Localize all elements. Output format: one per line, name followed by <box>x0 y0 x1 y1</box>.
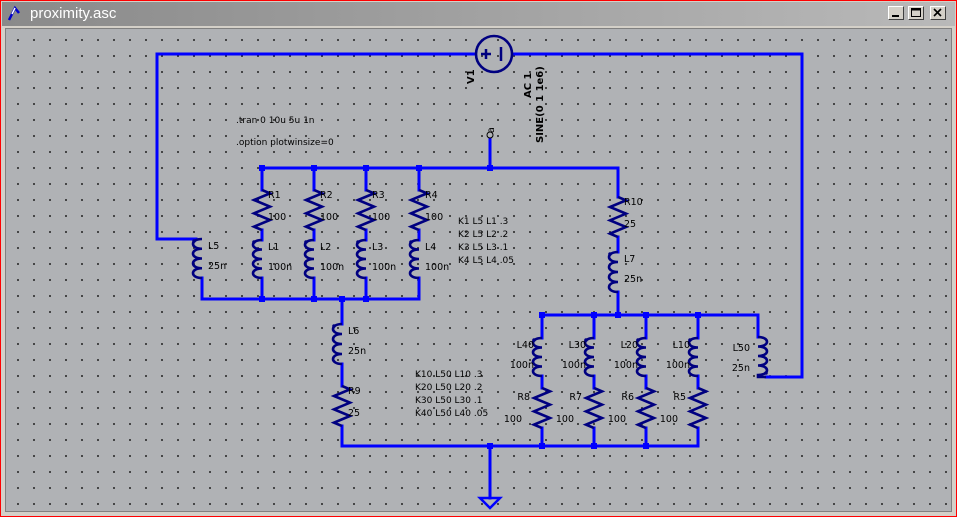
spice-directives[interactable]: .tran 0 10u 5u 1n .option plotwinsize=0 … <box>236 116 514 419</box>
inductor-l6-value: 25n <box>348 346 366 357</box>
k3-directive[interactable]: K3 L5 L3 .1 <box>458 243 508 253</box>
schematic-drawing[interactable]: V1 AC 1 SINE(0 1 1e6) a .tran 0 10u 5u 1… <box>6 29 952 512</box>
resistor-r3-name: R3 <box>372 190 385 201</box>
resistor-r9-name: R9 <box>348 386 361 397</box>
inductor-l30-value: 100n <box>562 360 586 371</box>
inductor-l2-name: L2 <box>320 242 331 253</box>
k1-directive[interactable]: K1 L5 L1 .3 <box>458 217 508 227</box>
resistor-r4[interactable]: R4 100 <box>407 188 443 232</box>
resistor-r10-value: 25 <box>624 219 636 230</box>
minimize-button[interactable] <box>888 6 904 20</box>
k10-directive[interactable]: K10 L50 L10 .3 <box>415 370 482 380</box>
resistor-r7-name: R7 <box>569 392 582 403</box>
k40-directive[interactable]: K40 L50 L40 .05 <box>415 409 488 419</box>
k2-directive[interactable]: K2 L5 L2 .2 <box>458 230 508 240</box>
v1-name: V1 <box>466 69 477 84</box>
title-bar[interactable]: proximity.asc <box>2 2 955 26</box>
resistor-r10-name: R10 <box>624 197 643 208</box>
wires <box>155 52 804 500</box>
inductor-l20-value: 100n <box>614 360 638 371</box>
inductor-l10-name: L10 <box>673 340 690 351</box>
resistor-r10[interactable]: R10 25 <box>606 195 643 239</box>
minimize-icon <box>892 15 899 17</box>
resistor-r8-value: 100 <box>504 414 522 425</box>
inductor-l2[interactable]: L2 100n <box>303 238 344 280</box>
inductor-l40[interactable]: L40 100n <box>510 336 543 378</box>
maximize-icon <box>911 8 921 17</box>
k30-directive[interactable]: K30 L50 L30 .1 <box>415 396 482 406</box>
resistor-r2[interactable]: R2 100 <box>302 188 338 232</box>
resistor-r3-value: 100 <box>372 212 390 223</box>
schematic-canvas[interactable]: V1 AC 1 SINE(0 1 1e6) a .tran 0 10u 5u 1… <box>5 28 952 512</box>
inductor-l3[interactable]: L3 100n <box>355 238 396 280</box>
ground-symbol[interactable] <box>476 496 504 510</box>
net-label-a[interactable]: a <box>486 127 497 139</box>
k4-directive[interactable]: K4 L5 L4 .05 <box>458 256 514 266</box>
resistor-r4-name: R4 <box>425 190 438 201</box>
inductor-l4-name: L4 <box>425 242 436 253</box>
resistor-r2-name: R2 <box>320 190 333 201</box>
inductor-l50-name: L50 <box>733 343 750 354</box>
resistor-r6-name: R6 <box>621 392 634 403</box>
junction-dots <box>259 165 701 449</box>
inductor-l7-name: L7 <box>624 254 635 265</box>
inductor-l30[interactable]: L30 100n <box>562 336 595 378</box>
ltspice-app-icon[interactable] <box>6 5 24 23</box>
components[interactable]: R1100L1100nR2100L2100nR3100L3100nR4100L4… <box>191 188 769 430</box>
resistor-r6[interactable]: R6 100 <box>608 386 658 430</box>
inductor-l4-value: 100n <box>425 262 449 273</box>
resistor-r9[interactable]: R9 25 <box>330 384 361 428</box>
inductor-l5-name: L5 <box>208 241 219 252</box>
resistor-r6-value: 100 <box>608 414 626 425</box>
inductor-l50[interactable]: L50 25n <box>732 335 769 379</box>
close-button[interactable] <box>930 6 946 20</box>
voltage-source-v1[interactable]: V1 AC 1 SINE(0 1 1e6) <box>466 34 546 143</box>
inductor-l10[interactable]: L10 100n <box>666 336 699 378</box>
inductor-l7[interactable]: L7 25n <box>607 250 642 294</box>
resistor-r5-value: 100 <box>660 414 678 425</box>
inductor-l1[interactable]: L1 100n <box>251 238 292 280</box>
resistor-r8-name: R8 <box>517 392 530 403</box>
inductor-l4[interactable]: L4 100n <box>408 238 449 280</box>
close-icon <box>933 8 942 17</box>
resistor-r3[interactable]: R3 100 <box>354 188 390 232</box>
inductor-l1-name: L1 <box>268 242 279 253</box>
inductor-l6-name: L6 <box>348 326 359 337</box>
inductor-l7-value: 25n <box>624 274 642 285</box>
inductor-l30-name: L30 <box>569 340 586 351</box>
v1-value: SINE(0 1 1e6) <box>535 66 546 143</box>
inductor-l6[interactable]: L6 25n <box>331 322 366 366</box>
resistor-r1[interactable]: R1 100 <box>250 188 286 232</box>
option-directive[interactable]: .option plotwinsize=0 <box>236 138 334 148</box>
inductor-l2-value: 100n <box>320 262 344 273</box>
resistor-r2-value: 100 <box>320 212 338 223</box>
window-title: proximity.asc <box>30 5 117 22</box>
maximize-button[interactable] <box>908 6 924 20</box>
inductor-l50-value: 25n <box>732 363 750 374</box>
inductor-l3-value: 100n <box>372 262 396 273</box>
resistor-r7[interactable]: R7 100 <box>556 386 606 430</box>
v1-ac: AC 1 <box>523 72 534 98</box>
inductor-l10-value: 100n <box>666 360 690 371</box>
inductor-l40-name: L40 <box>517 340 534 351</box>
resistor-r4-value: 100 <box>425 212 443 223</box>
resistor-r5[interactable]: R5 100 <box>660 386 710 430</box>
inductor-l40-value: 100n <box>510 360 534 371</box>
resistor-r1-value: 100 <box>268 212 286 223</box>
inductor-l5[interactable]: L5 25n <box>191 237 226 280</box>
resistor-r9-value: 25 <box>348 408 360 419</box>
inductor-l5-value: 25n <box>208 261 226 272</box>
tran-directive[interactable]: .tran 0 10u 5u 1n <box>236 116 315 126</box>
inductor-l20[interactable]: L20 100n <box>614 336 647 378</box>
resistor-r8[interactable]: R8 100 <box>504 386 554 430</box>
inductor-l3-name: L3 <box>372 242 383 253</box>
resistor-r7-value: 100 <box>556 414 574 425</box>
k20-directive[interactable]: K20 L50 L20 .2 <box>415 383 482 393</box>
svg-text:a: a <box>486 127 497 133</box>
resistor-r5-name: R5 <box>673 392 686 403</box>
inductor-l20-name: L20 <box>621 340 638 351</box>
inductor-l1-value: 100n <box>268 262 292 273</box>
resistor-r1-name: R1 <box>268 190 281 201</box>
